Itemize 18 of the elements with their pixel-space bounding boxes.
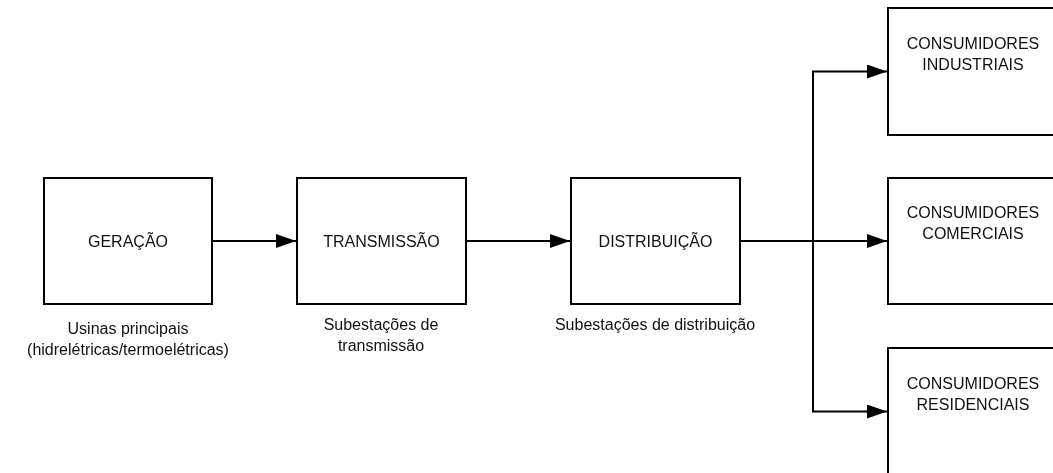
process-box xyxy=(570,177,741,305)
box-label: CONSUMIDORES INDUSTRIAIS xyxy=(905,33,1041,75)
box-label: TRANSMISSÃO xyxy=(323,231,440,252)
process-box xyxy=(887,177,1053,305)
box-label: CONSUMIDORES COMERCIAIS xyxy=(905,203,1041,244)
caption-text: Subestações de distribuição xyxy=(553,315,757,335)
caption-text: Subestações de transmissão xyxy=(322,315,440,356)
box-label: CONSUMIDORES RESIDENCIAIS xyxy=(905,373,1041,415)
process-box xyxy=(296,177,467,305)
box-label: GERAÇÃO xyxy=(88,231,168,252)
process-box xyxy=(887,7,1053,136)
box-label: DISTRIBUIÇÃO xyxy=(598,231,713,252)
arrow xyxy=(466,234,571,248)
arrow xyxy=(212,234,297,248)
process-box xyxy=(887,347,1053,473)
process-box xyxy=(43,177,213,305)
arrow xyxy=(740,240,888,419)
caption-text: Usinas principais (hidrelétricas/termoelétricas) xyxy=(26,319,230,360)
